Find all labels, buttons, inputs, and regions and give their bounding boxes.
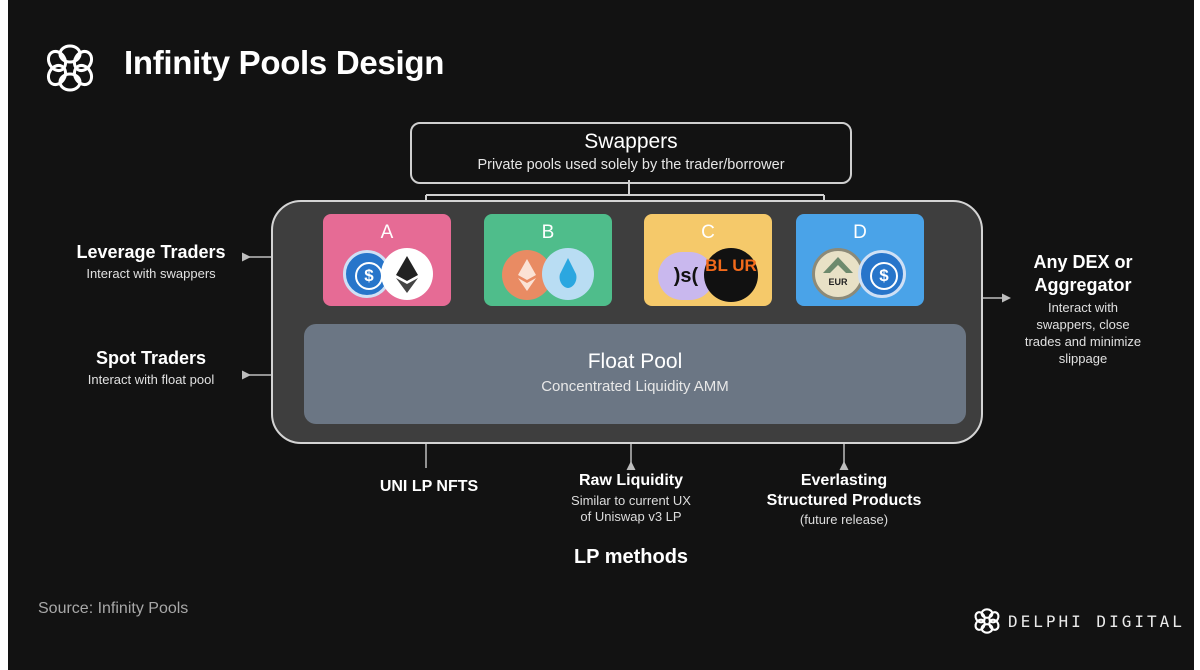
pool-c: C )s( BL UR: [644, 214, 772, 306]
dex-subtitle: Interact with swappers, close trades and…: [1024, 300, 1142, 366]
spot-traders-title: Spot Traders: [95, 348, 207, 368]
everlasting-title-1: Everlasting: [800, 472, 888, 489]
pool-d: D EUR $: [796, 214, 924, 306]
pool-b: B: [484, 214, 612, 306]
pool-c-label: C: [701, 222, 715, 243]
spot-traders: Spot Traders Interact with float pool: [66, 348, 236, 387]
raw-liquidity: Raw Liquidity Similar to current UX of U…: [541, 472, 721, 524]
frax-icon: )s(: [658, 252, 714, 300]
float-pool-title: Float Pool: [587, 350, 683, 373]
swappers-title: Swappers: [584, 130, 678, 153]
pool-d-label: D: [853, 222, 867, 243]
everlasting-sub: (future release): [799, 512, 889, 527]
infinity-pools-logo-icon: [46, 44, 94, 92]
raw-liquidity-sub-1: Similar to current UX: [571, 493, 691, 508]
eur-label: EUR: [828, 277, 848, 287]
swappers-subtitle: Private pools used solely by the trader/…: [477, 157, 785, 173]
dex-title-line2: Aggregator: [1034, 275, 1132, 295]
float-pool: Float Pool Concentrated Liquidity AMM: [304, 324, 966, 424]
delphi-logo-icon: [974, 608, 1000, 634]
dex-title-line1: Any DEX or: [1033, 252, 1133, 272]
pool-b-label: B: [541, 222, 555, 243]
raw-liquidity-sub-2: of Uniswap v3 LP: [580, 509, 682, 524]
slide: Infinity Pools Design Swappers Private p…: [8, 0, 1194, 670]
lp-methods-label: LP methods: [573, 546, 689, 568]
ether-icon: [381, 248, 433, 300]
any-dex-aggregator: Any DEX or Aggregator Interact with swap…: [998, 252, 1168, 367]
source-note: Source: Infinity Pools: [38, 600, 189, 617]
pool-a-label: A: [380, 222, 394, 243]
uni-lp-nfts: UNI LP NFTS: [379, 478, 479, 495]
page-title: Infinity Pools Design: [124, 44, 445, 81]
blur-icon: BL UR: [704, 248, 758, 302]
swappers-box: Swappers Private pools used solely by th…: [410, 122, 852, 184]
pool-a: A $: [323, 214, 451, 306]
everlasting-title-2: Structured Products: [766, 492, 922, 509]
leverage-traders-subtitle: Interact with swappers: [86, 266, 216, 281]
brand-name: DELPHI DIGITAL: [1008, 612, 1185, 631]
usdc-icon: $: [858, 250, 906, 298]
raw-liquidity-title: Raw Liquidity: [579, 472, 683, 489]
everlasting-products: Everlasting Structured Products (future …: [744, 472, 944, 527]
float-pool-subtitle: Concentrated Liquidity AMM: [541, 378, 729, 395]
leverage-traders: Leverage Traders Interact with swappers: [66, 242, 236, 281]
ether-blue-icon: [542, 248, 594, 300]
leverage-traders-title: Leverage Traders: [76, 242, 226, 262]
eur-icon: EUR: [812, 248, 864, 300]
spot-traders-subtitle: Interact with float pool: [87, 372, 215, 387]
